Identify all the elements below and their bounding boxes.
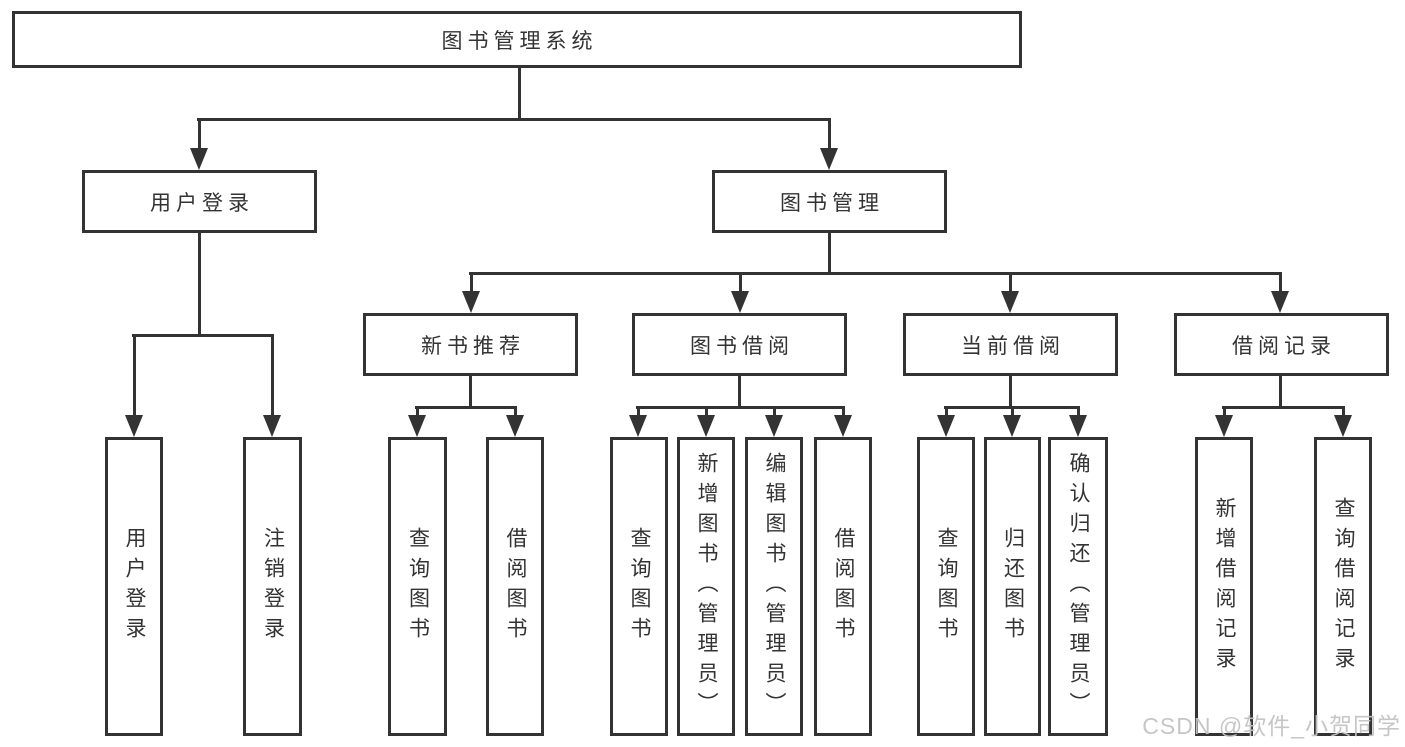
arrowhead-down-icon [697, 415, 715, 437]
arrowhead-down-icon [765, 415, 783, 437]
connector-line [636, 406, 845, 409]
connector-line [842, 406, 845, 420]
arrowhead-down-icon [462, 291, 480, 313]
node-book-borrow: 图书借阅 [632, 313, 847, 376]
connector-line [1279, 272, 1282, 297]
node-label: 借阅图书 [504, 526, 527, 647]
leaf-query-books-current: 查询图书 [917, 437, 975, 736]
node-root: 图书管理系统 [12, 11, 1022, 68]
connector-line [738, 374, 741, 408]
connector-line [470, 272, 473, 297]
arrowhead-down-icon [1069, 415, 1087, 437]
leaf-add-book-admin: 新增图书（管理员） [677, 437, 735, 736]
connector-line [1222, 406, 1345, 409]
node-label: 确认归还（管理员） [1067, 451, 1090, 722]
connector-line [469, 272, 1282, 275]
node-label: 图书管理系统 [441, 29, 598, 53]
connector-line [1077, 406, 1080, 420]
node-label: 借阅图书 [832, 526, 855, 647]
arrowhead-down-icon [190, 148, 208, 170]
connector-line [198, 118, 201, 152]
connector-line [1011, 406, 1014, 420]
arrowhead-down-icon [263, 415, 281, 437]
node-book-management: 图书管理 [712, 170, 947, 233]
leaf-query-books-borrow: 查询图书 [610, 437, 668, 736]
connector-line [518, 66, 521, 119]
arrowhead-down-icon [1271, 291, 1289, 313]
node-label: 编辑图书（管理员） [763, 451, 786, 722]
node-borrow-records: 借阅记录 [1174, 313, 1389, 376]
node-current-borrow: 当前借阅 [903, 313, 1118, 376]
connector-line [416, 406, 419, 420]
arrowhead-down-icon [1003, 415, 1021, 437]
node-user-login: 用户登录 [82, 170, 317, 233]
connector-line [773, 406, 776, 420]
connector-line [1342, 406, 1345, 420]
leaf-return-books: 归还图书 [984, 437, 1041, 736]
connector-line [415, 406, 517, 409]
connector-line [637, 406, 640, 420]
node-label: 查询图书 [406, 526, 430, 647]
arrowhead-down-icon [1001, 291, 1019, 313]
node-label: 当前借阅 [961, 334, 1065, 358]
node-label: 用户登录 [123, 526, 146, 647]
node-label: 图书借阅 [690, 334, 794, 358]
connector-line [198, 231, 201, 335]
node-label: 查询图书 [628, 526, 651, 647]
csdn-watermark: CSDN @软件_小贺同学 [1142, 713, 1401, 739]
connector-line [705, 406, 708, 420]
node-label: 新增图书（管理员） [695, 451, 718, 722]
connector-line [469, 374, 472, 408]
arrowhead-down-icon [1334, 415, 1352, 437]
connector-line [133, 334, 136, 420]
connector-line [1009, 374, 1012, 408]
leaf-logout: 注销登录 [243, 437, 302, 736]
arrowhead-down-icon [125, 415, 143, 437]
node-new-book-recommend: 新书推荐 [363, 313, 578, 376]
arrowhead-down-icon [820, 148, 838, 170]
connector-line [1279, 374, 1282, 408]
leaf-edit-book-admin: 编辑图书（管理员） [745, 437, 803, 736]
leaf-query-books-recommend: 查询图书 [388, 437, 447, 736]
leaf-query-borrow-record: 查询借阅记录 [1314, 437, 1372, 736]
node-label: 查询图书 [935, 526, 958, 647]
connector-line [828, 118, 831, 152]
arrowhead-down-icon [937, 415, 955, 437]
node-label: 归还图书 [1001, 526, 1025, 647]
connector-line [945, 406, 948, 420]
node-label: 用户登录 [150, 191, 254, 215]
arrowhead-down-icon [1215, 415, 1233, 437]
connector-line [514, 406, 517, 420]
connector-line [1223, 406, 1226, 420]
node-label: 新增借阅记录 [1213, 496, 1236, 677]
arrowhead-down-icon [731, 291, 749, 313]
leaf-confirm-return-admin: 确认归还（管理员） [1048, 437, 1108, 736]
arrowhead-down-icon [506, 415, 524, 437]
leaf-add-borrow-record: 新增借阅记录 [1195, 437, 1253, 736]
arrowhead-down-icon [629, 415, 647, 437]
connector-line [197, 118, 831, 121]
leaf-user-login: 用户登录 [105, 437, 163, 736]
leaf-borrow-books-2: 借阅图书 [814, 437, 872, 736]
node-label: 查询借阅记录 [1332, 496, 1355, 677]
arrowhead-down-icon [408, 415, 426, 437]
leaf-borrow-books-recommend: 借阅图书 [486, 437, 544, 736]
connector-line [271, 334, 274, 420]
connector-line [1009, 272, 1012, 297]
node-label: 注销登录 [261, 526, 285, 647]
node-label: 图书管理 [780, 191, 884, 215]
node-label: 借阅记录 [1232, 334, 1336, 358]
connector-line [132, 334, 274, 337]
connector-line [739, 272, 742, 297]
node-label: 新书推荐 [421, 334, 525, 358]
connector-line [828, 231, 831, 273]
arrowhead-down-icon [834, 415, 852, 437]
